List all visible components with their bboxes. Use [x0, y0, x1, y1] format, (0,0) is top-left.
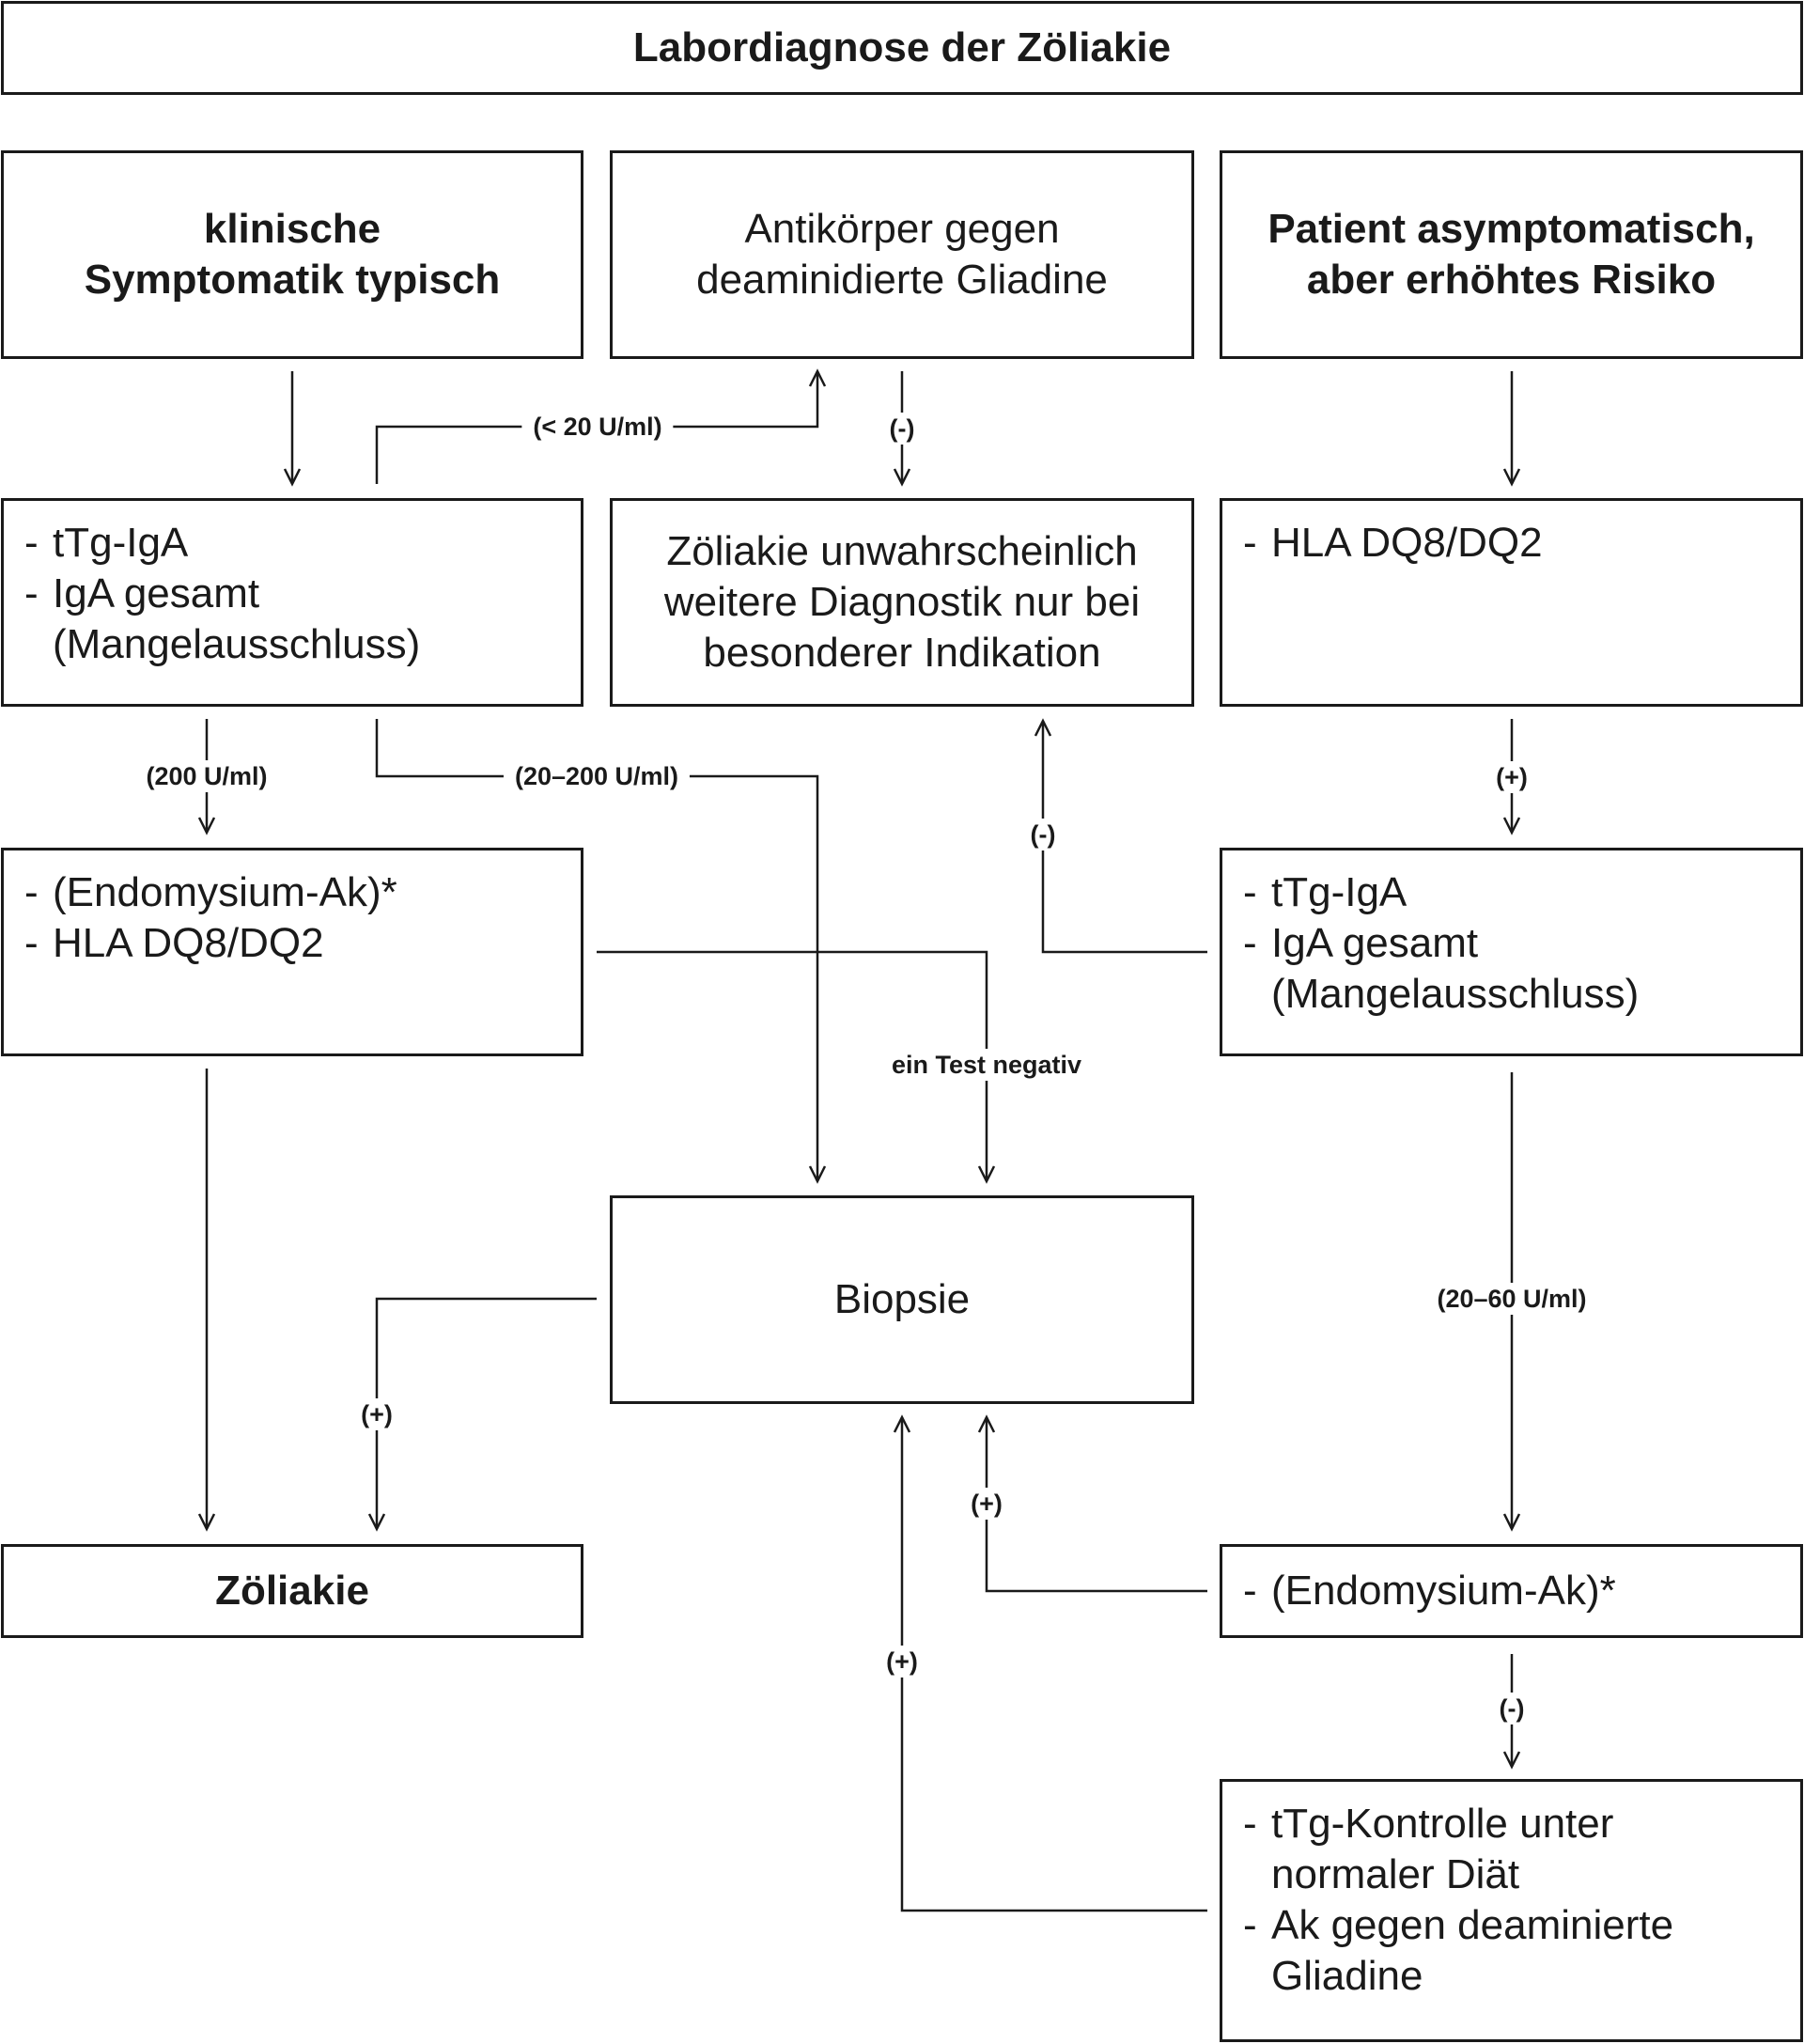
edge-label-20-200: (20–200 U/ml)	[503, 760, 691, 792]
box-patient-asymptomatisch: Patient asymptomatisch, aber erhöhtes Ri…	[1220, 150, 1803, 359]
edge-label-pos-hla: (+)	[1485, 761, 1539, 793]
box-ttg-iga-left: -tTg-IgA -IgA gesamt (Mangelausschluss)	[1, 498, 583, 707]
box-biopsie: Biopsie	[610, 1195, 1194, 1404]
edge-label-pos-kontrolle: (+)	[875, 1646, 929, 1677]
arrow-ttg-right-to-unwahrscheinlich	[1034, 718, 1207, 954]
edge-label-neg-endomysium: (-)	[1487, 1693, 1536, 1724]
arrow-biopsie-to-zoeliakie	[367, 1297, 597, 1532]
list-item: normaler Diät	[1271, 1851, 1520, 1897]
edge-label-ein-test-negativ: ein Test negativ	[879, 1049, 1094, 1081]
diagram-title: Labordiagnose der Zöliakie	[632, 24, 1172, 70]
list-item: tTg-IgA	[1271, 869, 1407, 915]
box-text-line: Biopsie	[833, 1276, 971, 1322]
arrow-endomysium-to-biopsie	[597, 950, 996, 1184]
edge-label-pos-biopsie: (+)	[350, 1398, 404, 1430]
edge-label-neg-antikoerper: (-)	[878, 413, 926, 445]
box-hla-right: -HLA DQ8/DQ2	[1220, 498, 1803, 707]
box-text-line: Antikörper gegen	[744, 206, 1060, 252]
box-zoeliakie-unwahrscheinlich: Zöliakie unwahrscheinlich weitere Diagno…	[610, 498, 1194, 707]
edge-label-pos-endomysium: (+)	[959, 1488, 1014, 1520]
box-klinische-symptomatik: klinische Symptomatik typisch	[1, 150, 583, 359]
box-text-line: weitere Diagnostik nur bei	[663, 579, 1141, 625]
box-text-line: klinische	[203, 206, 381, 252]
box-text-line: Symptomatik typisch	[84, 257, 501, 303]
list-item: (Mangelausschluss)	[1271, 971, 1640, 1017]
box-text-line: deaminidierte Gliadine	[696, 257, 1108, 303]
diagram-title-box: Labordiagnose der Zöliakie	[1, 1, 1803, 95]
box-text-line: Patient asymptomatisch,	[1267, 206, 1755, 252]
list-item: tTg-Kontrolle unter	[1271, 1801, 1614, 1847]
box-text-line: Zöliakie unwahrscheinlich	[666, 528, 1138, 574]
edge-label-200: (200 U/ml)	[134, 760, 279, 792]
box-ttg-kontrolle: -tTg-Kontrolle unter normaler Diät -Ak g…	[1220, 1779, 1803, 2042]
list-item: IgA gesamt	[1271, 920, 1479, 966]
list-item: (Mangelausschluss)	[53, 621, 421, 667]
box-ttg-iga-right: -tTg-IgA -IgA gesamt (Mangelausschluss)	[1220, 848, 1803, 1056]
box-text-line: Zöliakie	[215, 1568, 369, 1614]
edge-label-neg-ttg-right: (-)	[1019, 819, 1067, 850]
box-zoeliakie: Zöliakie	[1, 1544, 583, 1638]
list-item: Ak gegen deaminierte	[1271, 1902, 1674, 1948]
box-text-line: besonderer Indikation	[703, 630, 1101, 676]
list-item: (Endomysium-Ak)*	[1271, 1568, 1616, 1614]
list-item: IgA gesamt	[53, 570, 260, 616]
list-item: HLA DQ8/DQ2	[1271, 520, 1543, 566]
arrow-kontrolle-to-biopsie	[893, 1414, 1207, 1912]
arrow-endomysium-right-to-biopsie	[977, 1414, 1207, 1593]
edge-label-20-60: (20–60 U/ml)	[1425, 1283, 1598, 1315]
box-antikoerper: Antikörper gegen deaminidierte Gliadine	[610, 150, 1194, 359]
box-endomysium-right: -(Endomysium-Ak)*	[1220, 1544, 1803, 1638]
box-endomysium-left: -(Endomysium-Ak)* -HLA DQ8/DQ2	[1, 848, 583, 1056]
list-item: HLA DQ8/DQ2	[53, 920, 324, 966]
list-item: tTg-IgA	[53, 520, 189, 566]
edge-label-lt-20: (< 20 U/ml)	[521, 411, 674, 443]
box-text-line: aber erhöhtes Risiko	[1306, 257, 1717, 303]
list-item: Gliadine	[1271, 1953, 1423, 1999]
list-item: (Endomysium-Ak)*	[53, 869, 397, 915]
